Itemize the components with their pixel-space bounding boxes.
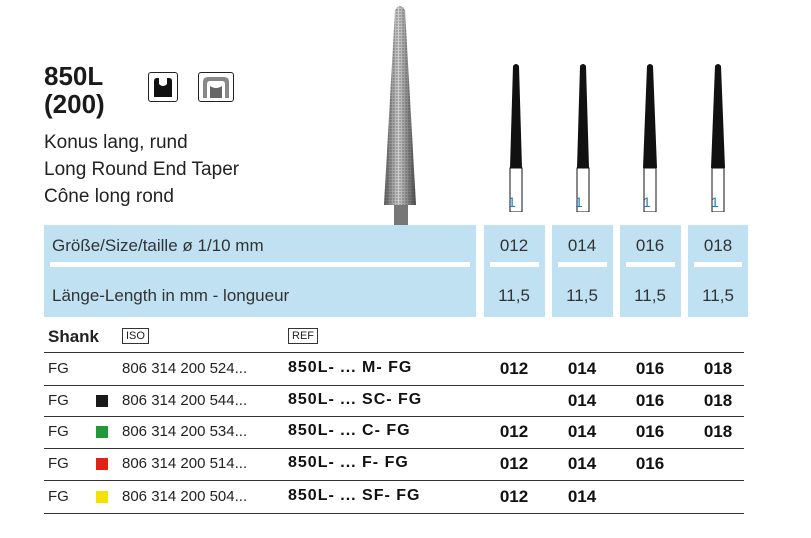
size-header-bar bbox=[44, 225, 476, 317]
row-divider bbox=[44, 448, 744, 449]
ref-cell: 850L- ... C- FG bbox=[288, 422, 411, 439]
size-cell: 016 bbox=[635, 359, 665, 378]
shank-cell: FG bbox=[48, 488, 69, 505]
bur-profile-012 bbox=[509, 64, 523, 212]
size-cell: 014 bbox=[567, 391, 597, 410]
size-label: Größe/Size/taille ø 1/10 mm bbox=[52, 236, 264, 255]
size-cell: 018 bbox=[703, 422, 733, 441]
bur-profile-018 bbox=[711, 64, 725, 212]
ref-cell: 850L- ... SF- FG bbox=[288, 487, 421, 504]
crown-preparation-icon bbox=[148, 72, 178, 102]
size-cell: 014 bbox=[567, 454, 597, 473]
size-014: 014 bbox=[567, 236, 597, 255]
row-divider bbox=[44, 385, 744, 386]
size-col-bg-016 bbox=[620, 225, 681, 317]
size-012: 012 bbox=[499, 236, 529, 255]
length-014: 11,5 bbox=[566, 286, 598, 305]
bur-mark-014: 1 bbox=[575, 194, 583, 210]
size-cell: 018 bbox=[703, 359, 733, 378]
size-col-bg-018 bbox=[688, 225, 748, 317]
iso-cell: 806 314 200 504... bbox=[122, 488, 248, 505]
grit-color-square bbox=[96, 491, 108, 503]
ref-cell: 850L- ... SC- FG bbox=[288, 391, 423, 408]
size-cell: 012 bbox=[499, 487, 529, 506]
bur-mark-018: 1 bbox=[711, 194, 719, 210]
row-divider bbox=[44, 513, 744, 514]
bur-closeup-image bbox=[384, 6, 416, 230]
shank-header: Shank bbox=[48, 327, 100, 346]
iso-cell: 806 314 200 524... bbox=[122, 360, 248, 377]
size-cell: 014 bbox=[567, 359, 597, 378]
size-cell: 016 bbox=[635, 391, 665, 410]
length-012: 11,5 bbox=[498, 286, 530, 305]
row-divider bbox=[44, 352, 744, 353]
bur-profile-016 bbox=[643, 64, 657, 212]
size-016: 016 bbox=[635, 236, 665, 255]
row-divider bbox=[44, 480, 744, 481]
size-cell: 018 bbox=[703, 391, 733, 410]
divider bbox=[50, 262, 470, 267]
product-subcode: (200) bbox=[44, 89, 105, 119]
grit-color-square bbox=[96, 395, 108, 407]
crown-outline-icon bbox=[198, 72, 234, 102]
divider bbox=[490, 262, 539, 267]
size-cell: 014 bbox=[567, 487, 597, 506]
size-col-bg-012 bbox=[484, 225, 545, 317]
bur-profile-014 bbox=[576, 64, 590, 212]
description-en: Long Round End Taper bbox=[44, 159, 240, 180]
bur-mark-016: 1 bbox=[643, 194, 651, 210]
product-code: 850L bbox=[44, 61, 104, 91]
bur-mark-012: 1 bbox=[508, 194, 516, 210]
size-cell: 016 bbox=[635, 422, 665, 441]
divider bbox=[694, 262, 742, 267]
size-cell: 014 bbox=[567, 422, 597, 441]
bur-profiles bbox=[509, 64, 725, 212]
iso-cell: 806 314 200 544... bbox=[122, 392, 248, 409]
description-fr: Cône long rond bbox=[44, 186, 174, 207]
grit-color-square bbox=[96, 426, 108, 438]
length-018: 11,5 bbox=[702, 286, 734, 305]
divider bbox=[558, 262, 607, 267]
iso-cell: 806 314 200 534... bbox=[122, 423, 248, 440]
length-label: Länge-Length in mm - longueur bbox=[52, 286, 290, 305]
shank-cell: FG bbox=[48, 423, 69, 440]
size-col-bg-014 bbox=[552, 225, 613, 317]
divider bbox=[626, 262, 675, 267]
iso-cell: 806 314 200 514... bbox=[122, 455, 248, 472]
size-cell: 016 bbox=[635, 454, 665, 473]
size-cell: 012 bbox=[499, 359, 529, 378]
shank-cell: FG bbox=[48, 392, 69, 409]
grit-color-square bbox=[96, 458, 108, 470]
ref-cell: 850L- ... M- FG bbox=[288, 359, 413, 376]
iso-header: ISO bbox=[122, 328, 149, 344]
shank-cell: FG bbox=[48, 455, 69, 472]
ref-cell: 850L- ... F- FG bbox=[288, 454, 409, 471]
row-divider bbox=[44, 416, 744, 417]
description-de: Konus lang, rund bbox=[44, 132, 188, 153]
size-cell: 012 bbox=[499, 454, 529, 473]
size-018: 018 bbox=[703, 236, 733, 255]
length-016: 11,5 bbox=[634, 286, 666, 305]
ref-header: REF bbox=[288, 328, 318, 344]
shank-cell: FG bbox=[48, 360, 69, 377]
size-cell: 012 bbox=[499, 422, 529, 441]
